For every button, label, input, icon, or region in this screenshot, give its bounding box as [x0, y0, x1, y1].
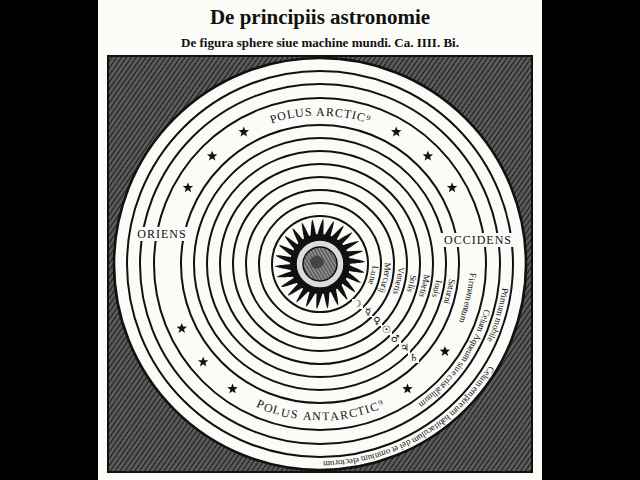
- letter: S: [304, 106, 312, 118]
- star: [423, 151, 433, 161]
- sphere-ring: [154, 98, 486, 430]
- flame: [276, 255, 294, 264]
- star: [440, 346, 450, 356]
- sphere-ring: [181, 125, 459, 403]
- letter: N: [312, 410, 321, 422]
- sphere-ring: [140, 84, 500, 444]
- flame: [310, 220, 316, 239]
- star: [183, 182, 193, 192]
- flame: [317, 219, 324, 237]
- sphere-ring: [272, 216, 368, 312]
- letter: T: [322, 410, 330, 422]
- letter: m: [323, 459, 330, 468]
- flame: [275, 264, 294, 270]
- letter: c: [344, 457, 349, 466]
- letter: A: [316, 105, 325, 117]
- air-sphere: [296, 240, 344, 288]
- planet-symbol: ☿: [364, 307, 372, 317]
- hatched-ground: [108, 56, 532, 472]
- letter: F: [467, 273, 476, 279]
- letter: r: [334, 458, 338, 467]
- flame: [302, 223, 311, 242]
- celestial-spheres: [114, 58, 526, 470]
- letter: R: [326, 106, 335, 119]
- planet-symbol: ♄: [408, 353, 419, 363]
- letter: V: [396, 266, 405, 273]
- planet-symbol: ☽: [352, 299, 363, 309]
- star: [402, 383, 412, 393]
- direction-label: OCCIDENS: [441, 233, 515, 247]
- flame: [281, 277, 300, 287]
- flame: [346, 264, 364, 273]
- subtitle: De figura sphere siue machine mundi. Ca.…: [181, 36, 459, 49]
- direction-label: ORIENS: [134, 227, 189, 241]
- sphere-ring: [259, 203, 381, 325]
- letter: A: [302, 410, 312, 423]
- letter: u: [330, 458, 335, 467]
- letter: U: [294, 106, 304, 119]
- flame: [344, 251, 363, 258]
- letter: R: [339, 408, 349, 421]
- star: [177, 323, 187, 333]
- sphere-ring: [194, 138, 446, 390]
- star: [447, 182, 457, 192]
- sphere-ring: [207, 151, 433, 377]
- flame: [340, 241, 359, 251]
- sphere-ring: [246, 190, 394, 338]
- star: [227, 383, 237, 393]
- letter: C: [334, 106, 343, 119]
- sphere-ring: [114, 58, 526, 470]
- sphere-of-fire: [275, 219, 365, 309]
- flame: [323, 289, 329, 308]
- letter: A: [330, 409, 340, 422]
- star: [198, 357, 208, 367]
- flame: [316, 291, 323, 309]
- sphere-ring: [233, 177, 407, 351]
- sphere-ring: [127, 71, 513, 457]
- letter: M: [383, 262, 392, 270]
- flame: [277, 270, 296, 277]
- earth: [303, 247, 337, 281]
- star: [207, 151, 217, 161]
- firmament-stars: [177, 126, 458, 393]
- star: [239, 126, 249, 136]
- sphere-ring: [220, 164, 420, 364]
- land: [310, 255, 324, 268]
- flame: [346, 258, 365, 264]
- flame: [330, 286, 339, 305]
- title: De principiis astronomie: [210, 5, 430, 30]
- star: [391, 126, 401, 136]
